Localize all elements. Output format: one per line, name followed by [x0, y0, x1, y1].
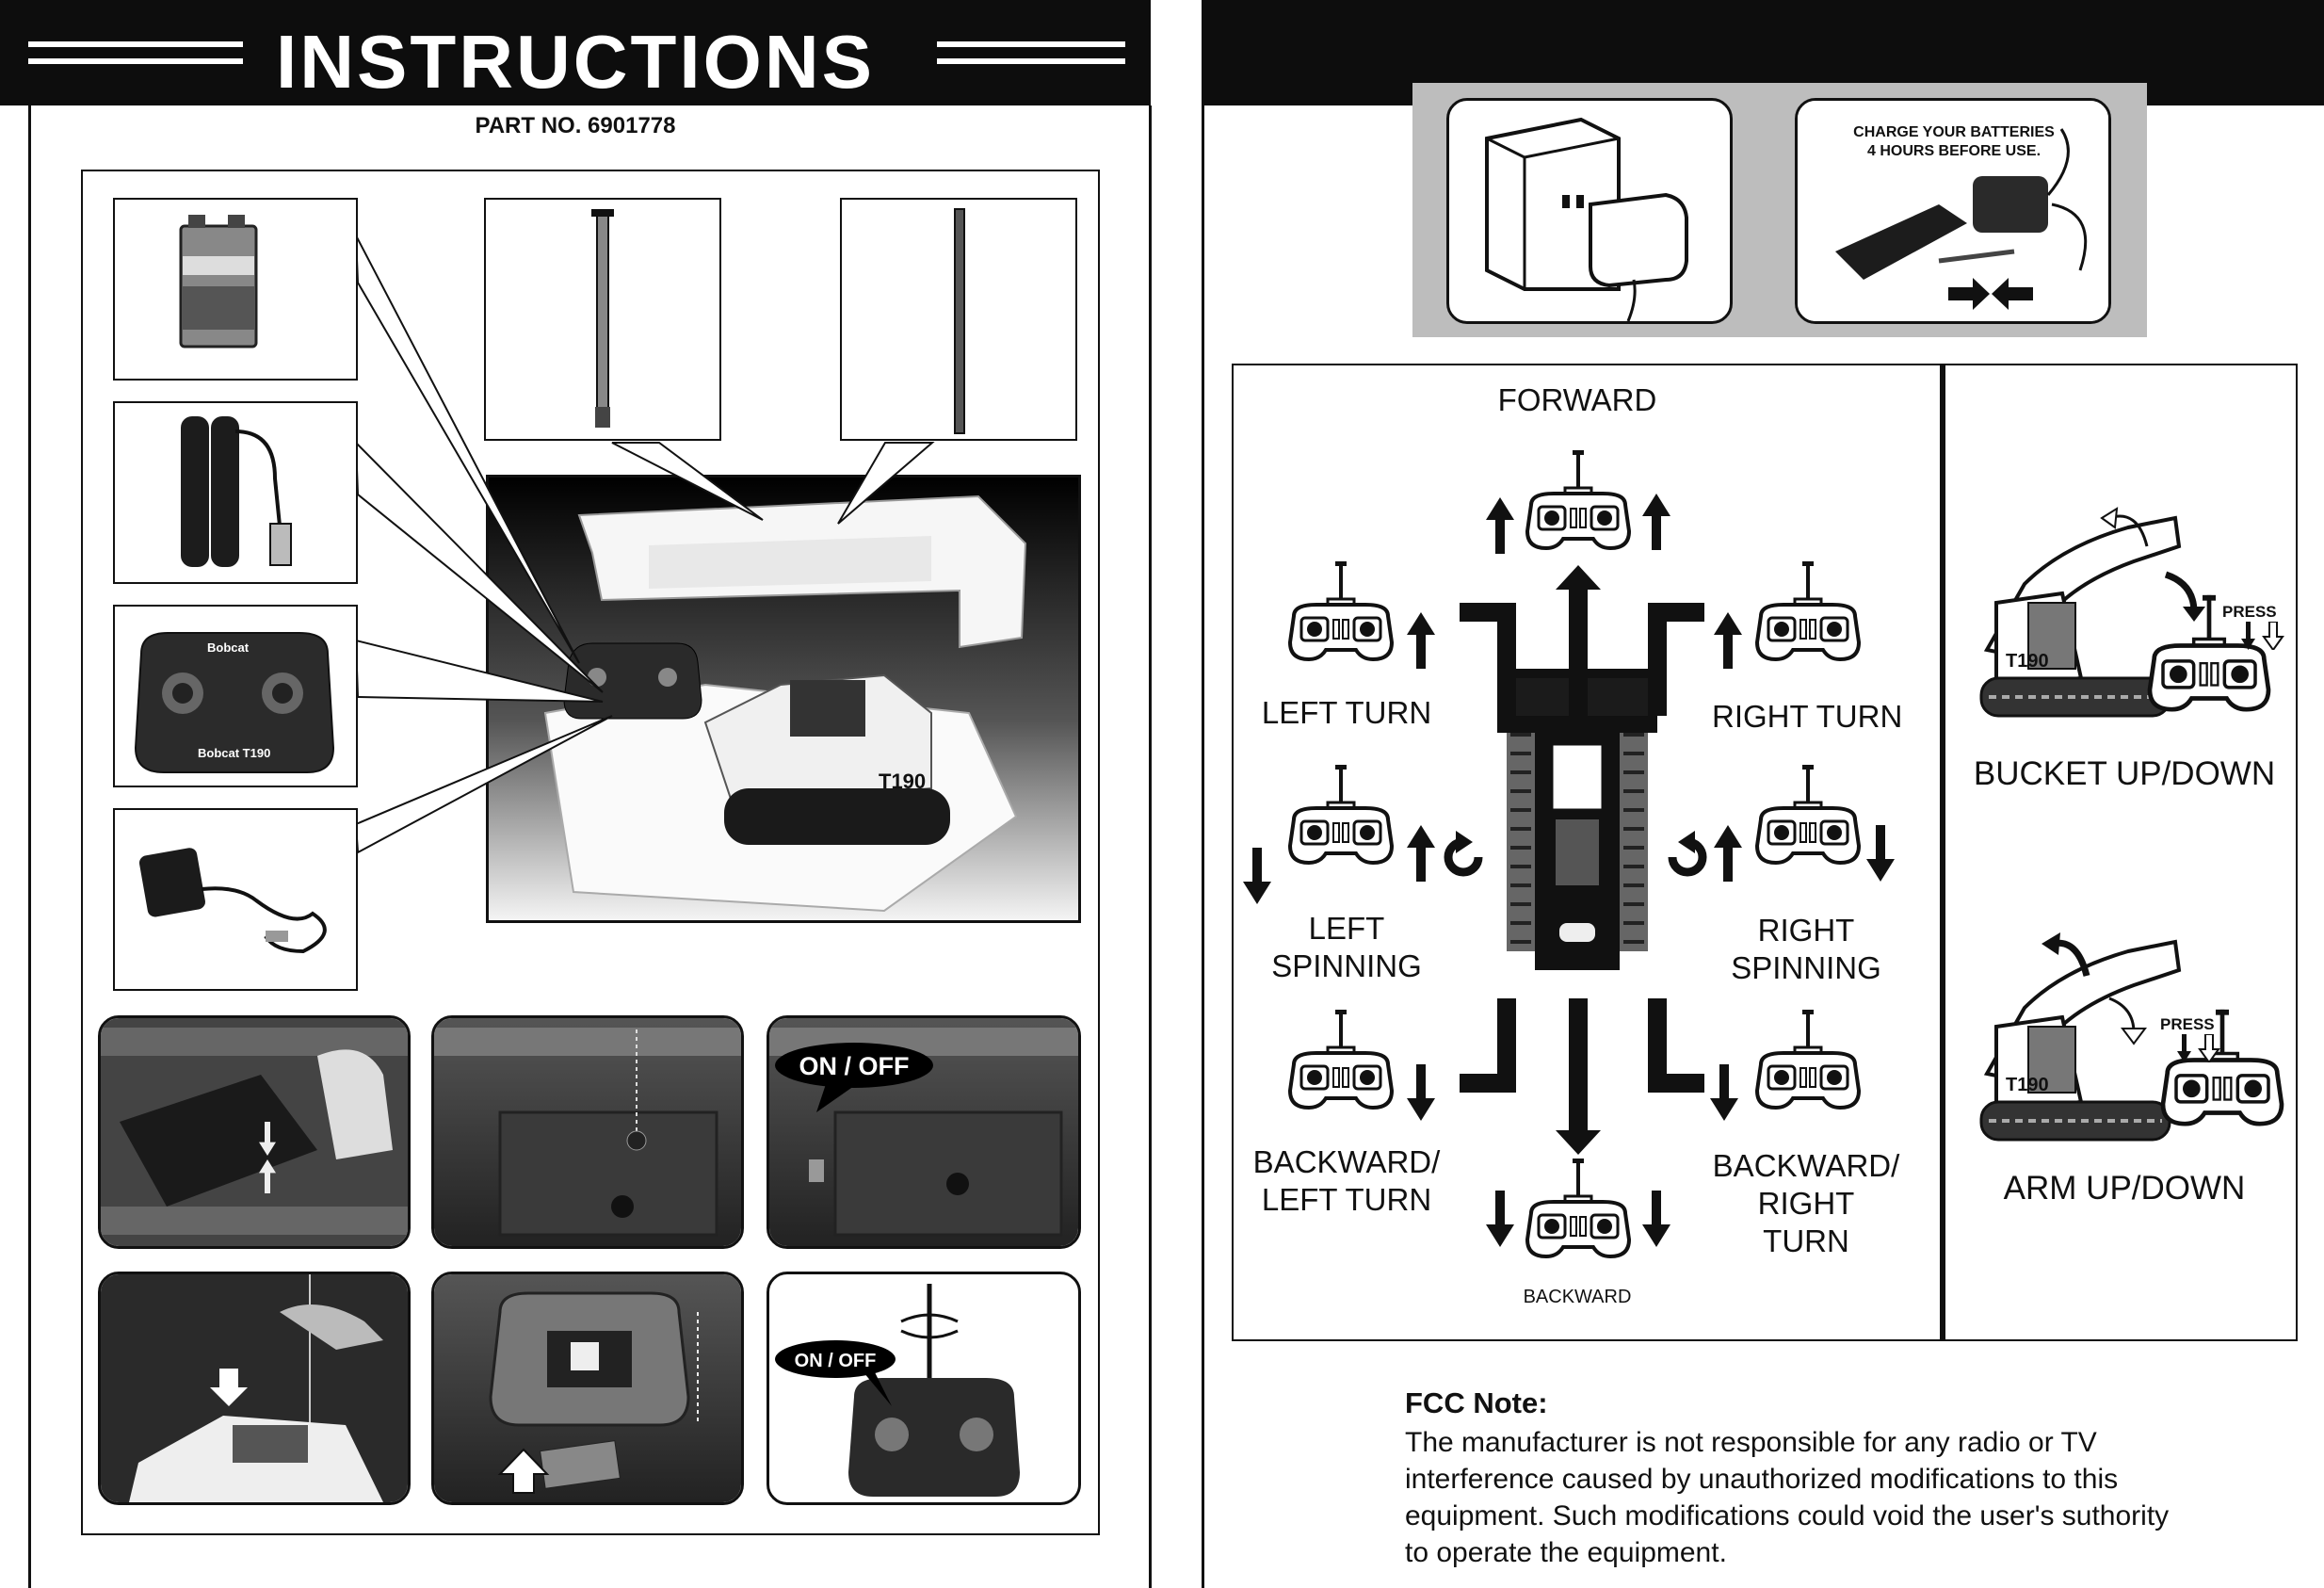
arm-up-down-label: ARM UP/DOWN [2003, 1170, 2246, 1207]
forward-controller [1522, 429, 1635, 575]
arm-controller [2156, 980, 2288, 1160]
battery-9v-box [113, 198, 358, 381]
step-1-photo [98, 1015, 411, 1249]
direction-arrows [1460, 565, 1704, 1155]
backward-left-label: BACKWARD/ LEFT TURN [1252, 1143, 1441, 1219]
backward-right-label: BACKWARD/ RIGHT TURN [1712, 1147, 1900, 1260]
backward-right-line1: BACKWARD/ [1712, 1148, 1900, 1183]
up-arrow-icon [1714, 825, 1742, 882]
down-arrow-icon [1243, 848, 1271, 904]
press-arrows-icon [2241, 622, 2284, 650]
step-5-photo [431, 1272, 744, 1505]
right-spinning-line2: SPINNING [1731, 950, 1881, 985]
page-title: INSTRUCTIONS [276, 20, 875, 104]
backward-controller [1522, 1138, 1635, 1283]
down-arrow-icon [1866, 825, 1895, 882]
right-spinning-line1: RIGHT [1757, 913, 1855, 948]
box-model-text: T190 [879, 770, 926, 793]
backward-label: BACKWARD [1523, 1287, 1632, 1307]
right-turn-controller [1751, 541, 1864, 686]
arm-press-label: PRESS [2160, 1015, 2215, 1033]
right-turn-label: RIGHT TURN [1712, 699, 1903, 734]
up-arrow-icon [1407, 825, 1435, 882]
charge-note-line1: CHARGE YOUR BATTERIES [1853, 124, 2055, 140]
controller-brand-text: Bobcat [207, 640, 250, 655]
curved-arrow-icon [2042, 932, 2090, 977]
up-arrow-icon [1714, 612, 1742, 669]
up-arrow-icon [1486, 497, 1514, 554]
press-arrows-icon [2177, 1034, 2220, 1062]
packaging-photo: T190 [486, 475, 1081, 923]
backward-left-line2: LEFT TURN [1261, 1182, 1432, 1217]
bucket-press-label: PRESS [2222, 603, 2277, 621]
step-6-photo: ON / OFF [767, 1272, 1081, 1505]
down-arrow-icon [1407, 1064, 1435, 1121]
antenna-box [484, 198, 721, 441]
battery-charge-box: CHARGE YOUR BATTERIES 4 HOURS BEFORE USE… [1795, 98, 2111, 324]
arm-bucket-panel [1942, 364, 2298, 1341]
step-4-photo [98, 1272, 411, 1505]
backward-left-line1: BACKWARD/ [1252, 1144, 1441, 1179]
backward-left-controller [1284, 989, 1397, 1134]
controller-box: Bobcat Bobcat T190 [113, 605, 358, 787]
wall-outlet-box [1446, 98, 1733, 324]
down-arrow-icon [1486, 1191, 1514, 1247]
up-arrow-icon [1407, 612, 1435, 669]
backward-right-line2: RIGHT TURN [1757, 1186, 1855, 1258]
spin-ccw-icon [1444, 831, 1483, 877]
right-arrow-icon [1948, 278, 1990, 310]
fcc-heading: FCC Note: [1405, 1386, 1548, 1419]
bucket-up-down-label: BUCKET UP/DOWN [1973, 755, 2276, 792]
backward-right-controller [1751, 989, 1864, 1134]
curved-arrow-icon [2164, 571, 2205, 622]
skid-steer-in-box: T190 [703, 673, 950, 845]
left-arrow-icon [1992, 278, 2033, 310]
controller-model-text: Bobcat T190 [198, 746, 270, 760]
right-spinning-label: RIGHT SPINNING [1712, 912, 1900, 987]
curved-arrow-icon [2100, 507, 2149, 547]
battery-pack-box [113, 401, 358, 584]
on-off-label-step6: ON / OFF [795, 1351, 877, 1371]
bucket-controller [2143, 565, 2275, 746]
callout-lines [354, 235, 935, 854]
down-arrow-icon [1710, 1064, 1738, 1121]
left-spinning-label: LEFT SPINNING [1252, 910, 1441, 985]
fcc-body: The manufacturer is not responsible for … [1405, 1427, 2170, 1568]
left-spinning-controller [1284, 744, 1397, 889]
right-spinning-controller [1751, 744, 1864, 889]
down-arrow-icon [1642, 1191, 1670, 1247]
antenna-tube-box [840, 198, 1077, 441]
charge-note-line2: 4 HOURS BEFORE USE. [1867, 143, 2041, 159]
step-3-photo: ON / OFF [767, 1015, 1081, 1249]
left-turn-controller [1284, 541, 1397, 686]
forward-label: FORWARD [1497, 382, 1657, 417]
left-spinning-line1: LEFT [1308, 911, 1385, 946]
title-banner: INSTRUCTIONS [0, 0, 1151, 105]
up-arrow-icon [1642, 494, 1670, 550]
step-2-photo [431, 1015, 744, 1249]
left-spinning-line2: SPINNING [1271, 948, 1422, 983]
part-number: PART NO. 6901778 [475, 113, 676, 138]
on-off-label-step3: ON / OFF [799, 1052, 910, 1080]
curved-arrow-icon [2108, 997, 2147, 1045]
spin-cw-icon [1668, 831, 1707, 877]
charger-box [113, 808, 358, 991]
left-turn-label: LEFT TURN [1261, 695, 1432, 730]
